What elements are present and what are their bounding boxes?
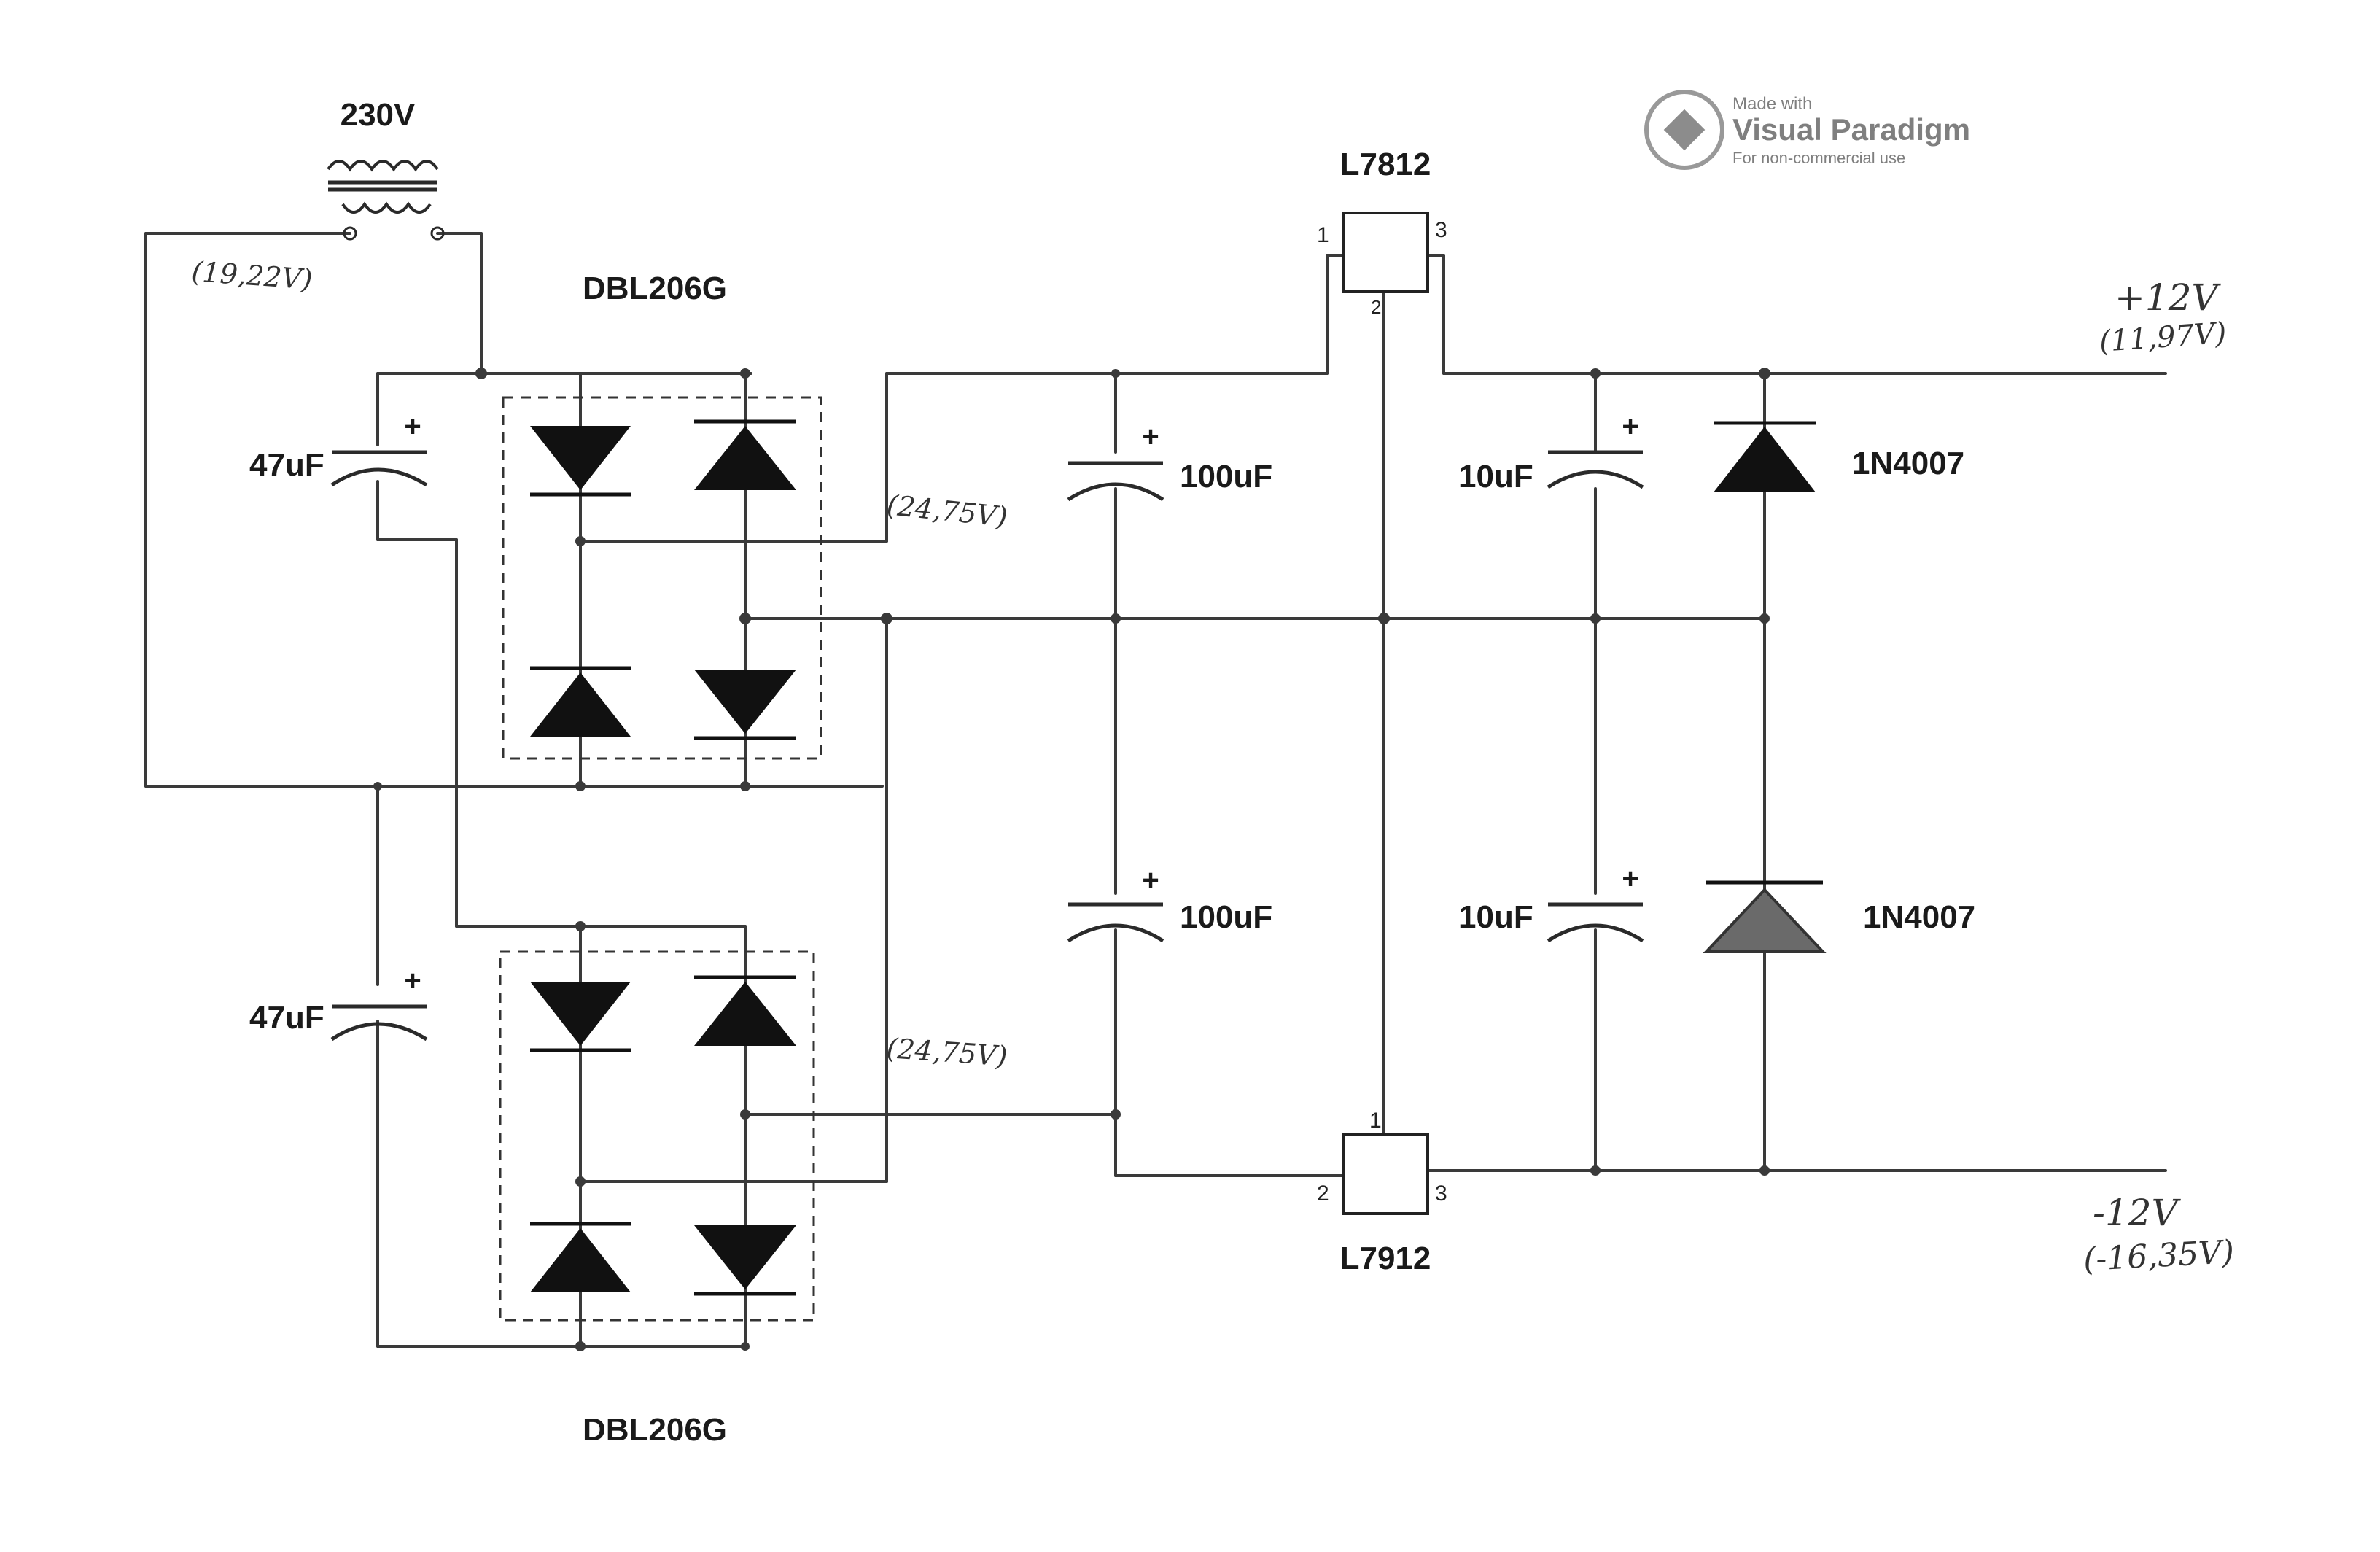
regulator-positive-pin2: 2 [1371,296,1381,318]
cap-input-lower-label: 47uF [249,1000,324,1036]
visual-paradigm-watermark: Made with Visual Paradigm For non-commer… [1644,90,1970,170]
cap-out-upper-polarity: + [1622,411,1638,443]
cap-input-upper-polarity: + [404,411,421,443]
watermark-line1: Made with [1732,94,1812,114]
output-diode-upper [1714,421,1816,492]
output-diode-upper-label: 1N4007 [1852,446,1964,481]
cap-input-upper-label: 47uF [249,447,324,483]
junction-dots [373,368,1770,1351]
upper-bridge-label: DBL206G [583,271,727,306]
upper-bridge-diodes [530,419,796,740]
cap-out-upper-label: 10uF [1458,459,1533,494]
cap-input-lower [330,1004,428,1041]
cap-mid-upper [1067,461,1164,502]
visual-paradigm-logo-icon [1644,90,1724,170]
cap-mid-lower-polarity: + [1142,864,1159,896]
regulator-positive-name: L7812 [1340,147,1431,182]
watermark-line2: Visual Paradigm [1732,112,1970,147]
regulator-negative-pin2: 2 [1317,1182,1329,1206]
cap-mid-lower [1067,902,1164,943]
regulator-positive-pin3: 3 [1435,218,1447,242]
regulator-negative-name: L7912 [1340,1241,1431,1276]
output-negative-measurement: (-16,35V) [2082,1233,2235,1279]
cap-out-lower-polarity: + [1622,863,1638,895]
lower-bridge-outline [499,950,815,1322]
output-diode-lower-label: 1N4007 [1863,899,1975,935]
regulator-negative-pin1: 1 [1369,1109,1382,1133]
output-diode-lower [1703,880,1827,953]
transformer-secondary-measurement: (19,22V) [190,255,314,295]
lower-bridge-diodes [530,975,796,1296]
output-negative-label: -12V [2093,1192,2182,1234]
watermark-line3: For non-commercial use [1732,149,1905,167]
cap-out-lower [1547,902,1644,943]
cap-input-lower-polarity: + [404,965,421,997]
regulator-negative-pin3: 3 [1435,1182,1447,1206]
lower-bridge-label: DBL206G [583,1412,727,1448]
output-positive-measurement: (11,97V) [2098,317,2227,359]
regulator-l7912 [1342,1133,1429,1215]
regulator-l7812 [1342,212,1429,293]
upper-bridge-outline [502,396,822,760]
cap-out-lower-label: 10uF [1458,899,1533,935]
cap-mid-upper-label: 100uF [1180,459,1272,494]
cap-out-upper [1547,450,1644,489]
transformer-primary-label: 230V [341,97,416,133]
cap-mid-upper-polarity: + [1142,421,1159,453]
regulator-positive-pin1: 1 [1317,223,1329,247]
cap-input-upper [330,450,428,487]
wires [144,232,2167,1348]
output-positive-label: +12V [2115,276,2222,319]
upper-bridge-measurement: (24,75V) [885,489,1009,533]
lower-bridge-measurement: (24,75V) [885,1032,1008,1072]
transformer [327,160,445,241]
cap-mid-lower-label: 100uF [1180,899,1272,935]
